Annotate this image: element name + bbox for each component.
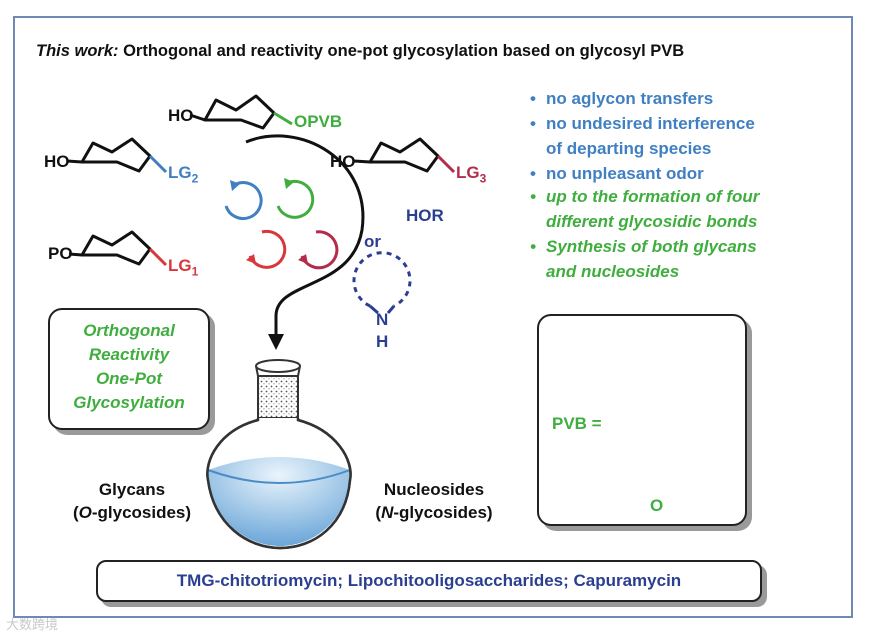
bond-opvb — [273, 111, 293, 126]
bullet-item-continued: of departing species — [546, 139, 712, 158]
bullet-list-blue: •no aglycon transfers •no undesired inte… — [530, 86, 755, 186]
bullet-item-continued: and nucleosides — [546, 262, 680, 281]
label-po-lg1: PO — [48, 244, 73, 263]
orthogonal-line: One-Pot — [95, 369, 163, 388]
bullet-list-green: •up to the formation of four different g… — [530, 184, 759, 284]
label-h: H — [376, 332, 389, 351]
product-nucleosides: Nucleosides (N-glycosides) — [375, 480, 493, 522]
label-lg2: LG2 — [168, 163, 199, 186]
label-lg3: LG3 — [456, 163, 487, 186]
label-ho-top: HO — [168, 106, 194, 125]
pvb-label: PVB = — [552, 414, 602, 433]
bond-lg2 — [148, 154, 168, 174]
bullet-item: •no unpleasant odor — [530, 164, 704, 183]
label-ho-lg2: HO — [44, 152, 70, 171]
arrowhead — [268, 334, 284, 350]
bullet-item: •no aglycon transfers — [530, 89, 714, 108]
label-lg1: LG1 — [168, 256, 199, 279]
bond-lg3 — [436, 154, 456, 174]
round-bottom-flask — [206, 359, 352, 550]
sugar-ring-top — [203, 94, 276, 130]
sugar-ring-lg3 — [368, 137, 440, 173]
bullet-item: •up to the formation of four — [530, 187, 760, 206]
label-or: or — [364, 232, 381, 251]
reactivity-cycles — [224, 179, 339, 270]
amine-ring — [352, 251, 412, 308]
label-ho-lg3: HO — [330, 152, 356, 171]
sugar-ring-lg2 — [80, 137, 152, 173]
pvb-oxygen-label: O — [650, 496, 664, 515]
watermark: 大数跨境 — [6, 617, 59, 632]
flow-arrow — [245, 134, 365, 336]
pvb-box — [537, 314, 747, 526]
orthogonal-line: Orthogonal — [83, 321, 175, 340]
figure-title: This work: Orthogonal and reactivity one… — [36, 42, 685, 60]
orthogonal-box: Orthogonal Reactivity One-Pot Glycosylat… — [48, 308, 210, 430]
product-glycans: Glycans (O-glycosides) — [72, 480, 192, 522]
applications-box: TMG-chitotriomycin; Lipochitooligosaccha… — [96, 560, 762, 602]
bond-lg1 — [148, 247, 168, 267]
label-hor: HOR — [406, 206, 444, 225]
bullet-item: •Synthesis of both glycans — [530, 237, 757, 256]
orthogonal-line: Reactivity — [88, 345, 170, 364]
cycle-arrowheads — [230, 178, 308, 264]
label-opvb: OPVB — [294, 112, 343, 131]
bullet-item: •no undesired interference — [530, 114, 755, 133]
bullet-item-continued: different glycosidic bonds — [546, 212, 758, 231]
orthogonal-line: Glycosylation — [73, 393, 185, 412]
label-n: N — [376, 310, 389, 329]
sugar-ring-lg1 — [80, 230, 152, 266]
